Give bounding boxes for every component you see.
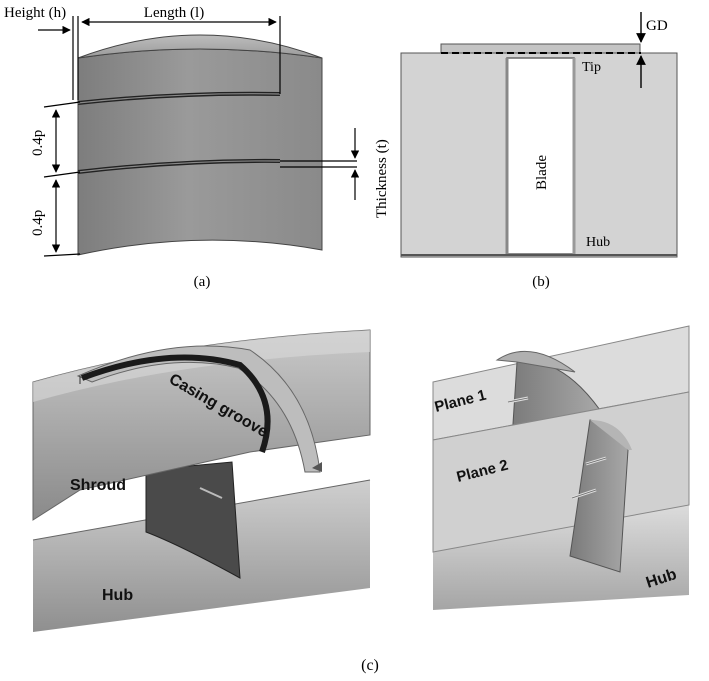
height-label: Height (h) [4, 5, 66, 21]
casing-groove-ring [76, 345, 321, 473]
blade-left [145, 461, 241, 579]
hub-label-c-left: Hub [102, 587, 133, 604]
spacing-label-lower: 0.4p [30, 210, 46, 236]
casing-segment-body [77, 48, 323, 256]
panel-c-right: Plane 1 Plane 2 Hub [432, 325, 690, 610]
panel-b: GD Tip Blade Hub (b) [400, 12, 678, 290]
plane-2 [432, 391, 690, 553]
caption-c: (c) [361, 657, 379, 674]
panel-c-left: Casing groove Shroud Hub [32, 329, 371, 632]
panel-a: Length (l) Height (h) 0.4p 0.4p Thicknes… [4, 5, 390, 290]
shroud-label: Shroud [70, 477, 126, 494]
tip-label: Tip [582, 60, 601, 75]
thickness-label: Thickness (t) [374, 139, 390, 218]
hub-cylinder-right [433, 505, 689, 610]
blade-label: Blade [534, 155, 550, 190]
length-label: Length (l) [144, 5, 204, 21]
caption-b: (b) [532, 274, 550, 290]
hub-label-b: Hub [586, 235, 610, 250]
caption-a: (a) [194, 274, 211, 290]
casing-segment-top [77, 34, 323, 59]
gd-label: GD [646, 18, 668, 34]
casing-groove-section [440, 43, 641, 54]
spacing-label-upper: 0.4p [30, 130, 46, 156]
